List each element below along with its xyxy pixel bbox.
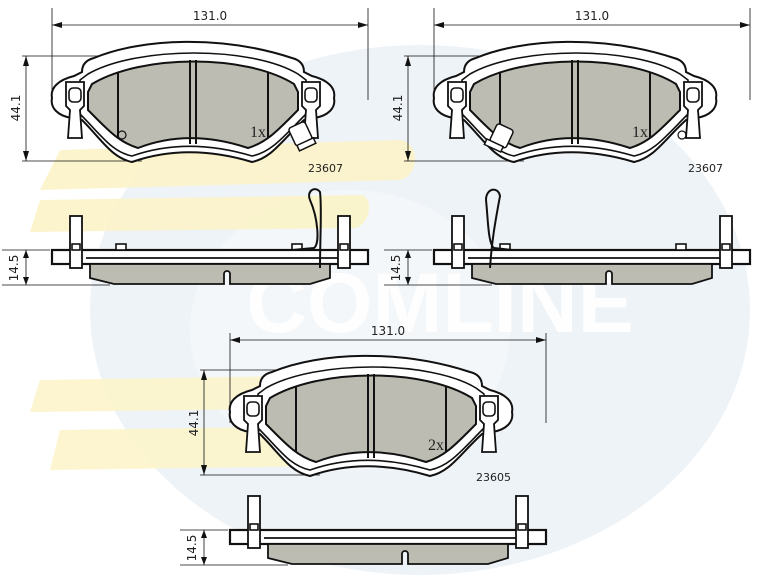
quantity-label: 1x	[250, 124, 266, 141]
pad-side-view-top-left: 14.5	[2, 188, 370, 286]
height-dimension: 44.1	[391, 95, 405, 122]
width-dimension: 131.0	[193, 9, 227, 23]
pad-side-view-bottom: 14.5	[180, 494, 548, 566]
part-code: 23605	[476, 471, 511, 484]
height-dimension: 44.1	[9, 95, 23, 122]
part-code: 23607	[308, 162, 343, 175]
pad-front-view-bottom: 131.0 44.1 2x 23605	[187, 324, 547, 484]
height-dimension: 44.1	[187, 410, 201, 437]
width-dimension: 131.0	[575, 9, 609, 23]
part-code: 23607	[688, 162, 723, 175]
pad-front-view-top-left: 131.0 44.1 1x 23607	[9, 8, 369, 175]
pad-front-view-top-right: 131.0 44.1 1x 23607	[391, 8, 751, 175]
quantity-label: 1x	[632, 124, 648, 141]
pad-side-view-top-right: 14.5	[384, 188, 752, 286]
thickness-dimension: 14.5	[389, 255, 403, 282]
width-dimension: 131.0	[371, 324, 405, 338]
thickness-dimension: 14.5	[7, 255, 21, 282]
quantity-label: 2x	[428, 437, 444, 454]
thickness-dimension: 14.5	[185, 535, 199, 562]
